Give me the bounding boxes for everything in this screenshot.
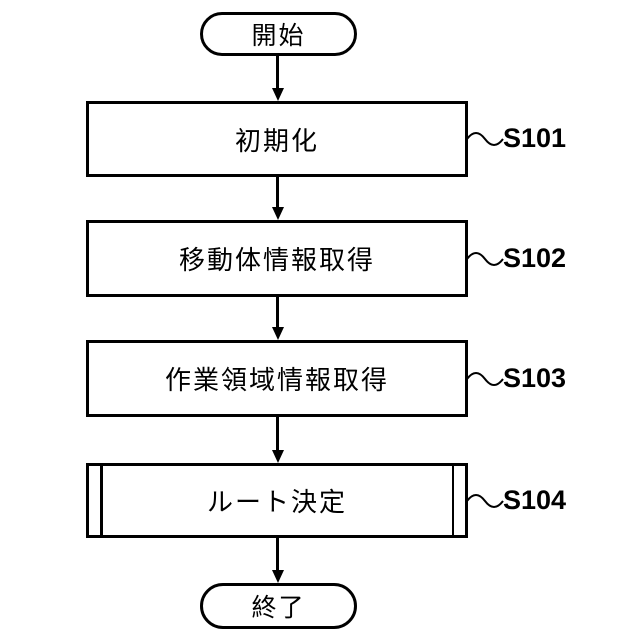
- predefined-process-left-bar: [100, 466, 103, 535]
- process-label: 初期化: [234, 125, 319, 156]
- ref-squiggle-connector: [466, 494, 504, 508]
- flow-arrow-s101-to-s102: [270, 177, 285, 220]
- start-terminal-label: 開始: [251, 22, 306, 50]
- arrow-shaft: [276, 538, 279, 570]
- flow-arrow-s103-to-s104: [270, 417, 285, 463]
- arrow-shaft: [276, 55, 279, 88]
- process-box-s102: 移動体情報取得: [86, 220, 468, 297]
- process-label: ルート決定: [206, 487, 347, 517]
- arrow-head-icon: [271, 450, 284, 463]
- predefined-process-box-s104: ルート決定: [86, 463, 468, 538]
- end-terminal-label: 終了: [251, 594, 306, 622]
- arrow-shaft: [276, 417, 279, 450]
- step-ref-label: S103: [503, 363, 567, 393]
- arrow-head-icon: [271, 327, 284, 340]
- arrow-head-icon: [271, 88, 284, 101]
- ref-squiggle-connector: [466, 132, 504, 146]
- step-ref-label: S104: [503, 485, 567, 515]
- step-ref-label: S102: [503, 243, 567, 273]
- end-terminal: 終了: [200, 583, 357, 629]
- process-label: 移動体情報取得: [178, 245, 375, 275]
- ref-squiggle-connector: [466, 372, 504, 386]
- process-label: 作業領域情報取得: [164, 365, 389, 395]
- step-ref-label: S101: [503, 123, 567, 153]
- flow-arrow-s102-to-s103: [270, 297, 285, 340]
- process-box-s101: 初期化: [86, 101, 468, 177]
- start-terminal: 開始: [200, 12, 357, 56]
- arrow-shaft: [276, 297, 279, 327]
- ref-squiggle-connector: [466, 252, 504, 266]
- process-box-s103: 作業領域情報取得: [86, 340, 468, 417]
- arrow-head-icon: [271, 570, 284, 583]
- flow-arrow-s104-to-end: [270, 538, 285, 583]
- predefined-process-right-bar: [451, 466, 454, 535]
- flow-arrow-start-to-s101: [270, 55, 285, 101]
- arrow-shaft: [276, 177, 279, 207]
- arrow-head-icon: [271, 207, 284, 220]
